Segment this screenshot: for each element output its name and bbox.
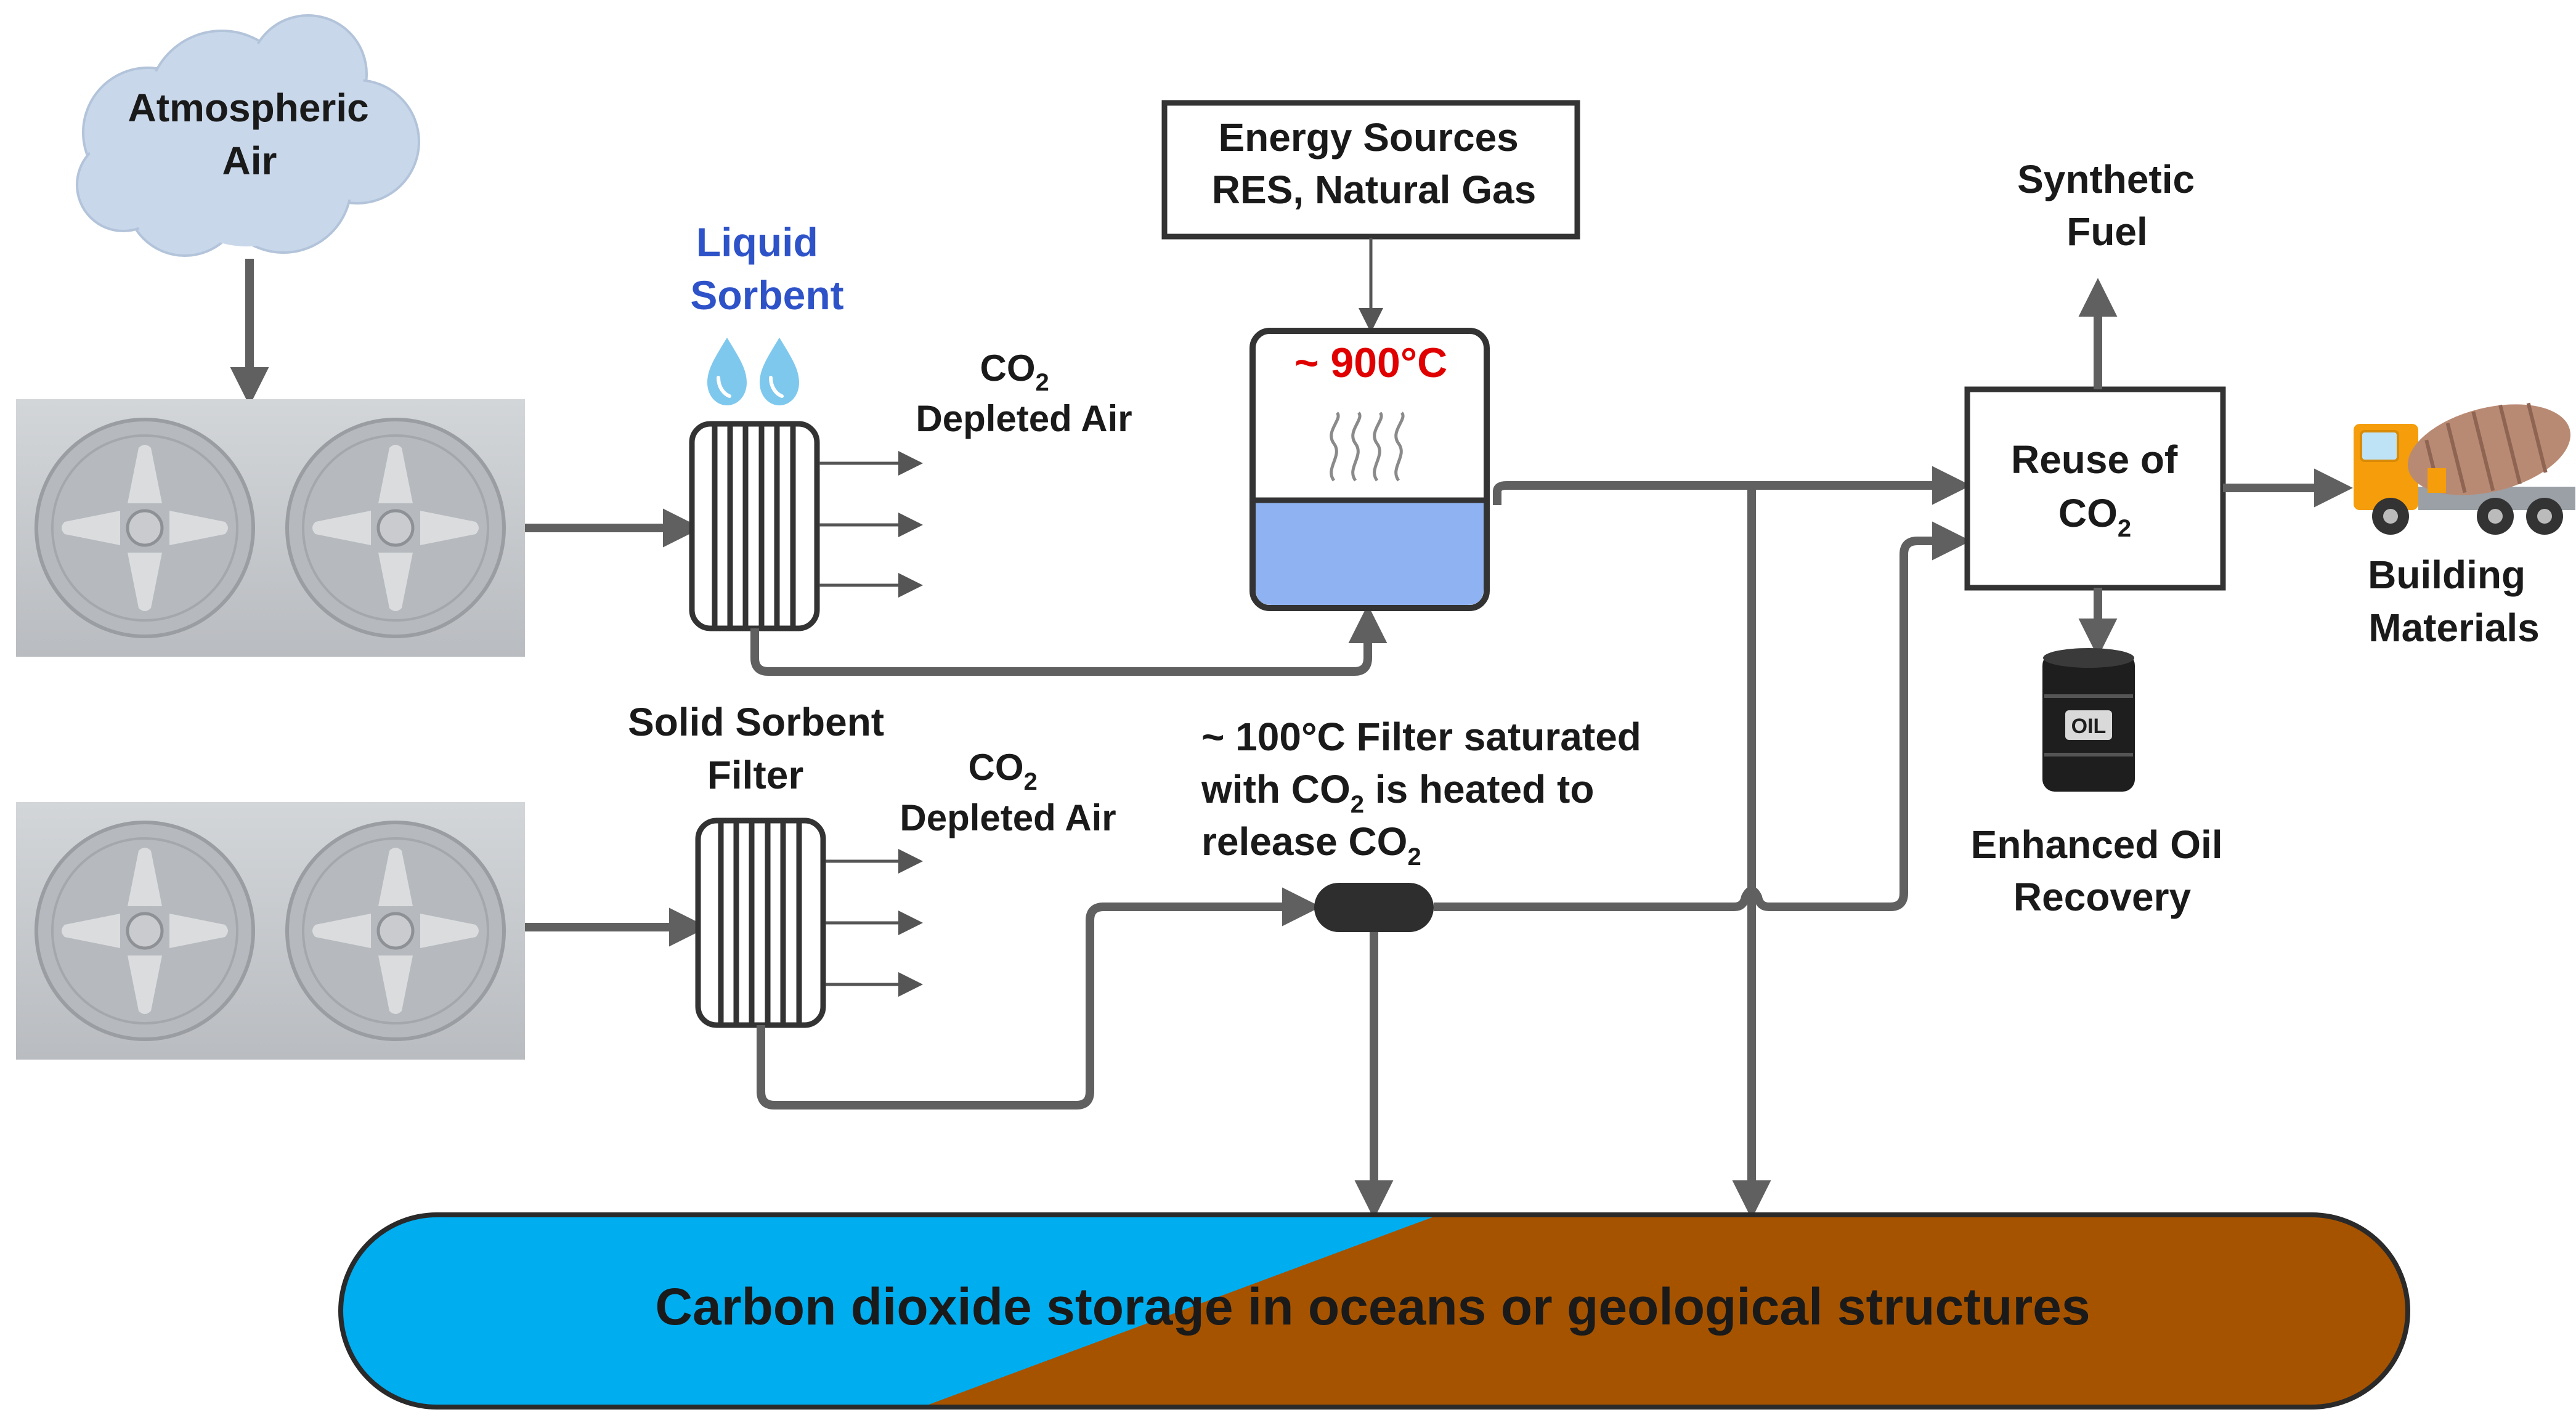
- fan-unit-icon: [16, 802, 525, 1060]
- heater-capsule: [1314, 883, 1434, 932]
- droplet-icon: [760, 338, 799, 405]
- cloud-icon: [76, 14, 420, 257]
- fan-unit-icon: [16, 399, 525, 657]
- co2-depleted-air-label-1: CO2 Depleted Air: [916, 347, 1132, 439]
- building-materials-label: Building Materials: [2368, 553, 2540, 650]
- solid-sorbent-label: Solid Sorbent Filter: [628, 700, 895, 797]
- tank-to-reuse-pipe: [1493, 466, 1971, 505]
- filter-100-label: ~ 100°C Filter saturated with CO2 is hea…: [1201, 715, 1652, 870]
- oil-barrel-text: OIL: [2071, 715, 2107, 738]
- co2-depleted-air-label-2: CO2 Depleted Air: [900, 747, 1116, 838]
- synthetic-fuel-label: Synthetic Fuel: [2017, 157, 2206, 254]
- steam-icon: [1330, 412, 1405, 482]
- liquid-sorbent-filter-icon: [689, 421, 820, 631]
- energy-sources-label: Energy Sources RES, Natural Gas: [1212, 115, 1536, 212]
- solid-sorbent-filter-icon: [695, 817, 826, 1028]
- heater-to-reuse-pipe: [1434, 521, 1971, 911]
- energy-sources-box: [1161, 100, 1580, 240]
- temp-900-label: ~ 900°C: [1294, 339, 1447, 386]
- droplet-icon: [707, 338, 747, 405]
- oil-barrel-icon: OIL: [2042, 648, 2135, 792]
- reuse-co2-label: Reuse of CO2: [2011, 437, 2188, 542]
- storage-label: Carbon dioxide storage in oceans or geol…: [655, 1278, 2090, 1336]
- liquid-to-regenerator-pipe: [750, 604, 1388, 676]
- solid-to-heater-pipe: [757, 887, 1321, 1110]
- storage-container: [338, 1212, 2410, 1410]
- liquid-sorbent-label: Liquid Sorbent: [690, 219, 843, 318]
- reuse-co2-box: [1964, 386, 2226, 591]
- solid-depleted-air-arrows: [826, 849, 923, 997]
- liquid-depleted-air-arrows: [819, 451, 923, 598]
- enhanced-oil-recovery-label: Enhanced Oil Recovery: [1971, 822, 2234, 919]
- cement-truck-icon: [2354, 402, 2575, 535]
- regeneration-tank: [1249, 328, 1490, 611]
- atmospheric-air-label: Atmospheric Air: [128, 86, 380, 183]
